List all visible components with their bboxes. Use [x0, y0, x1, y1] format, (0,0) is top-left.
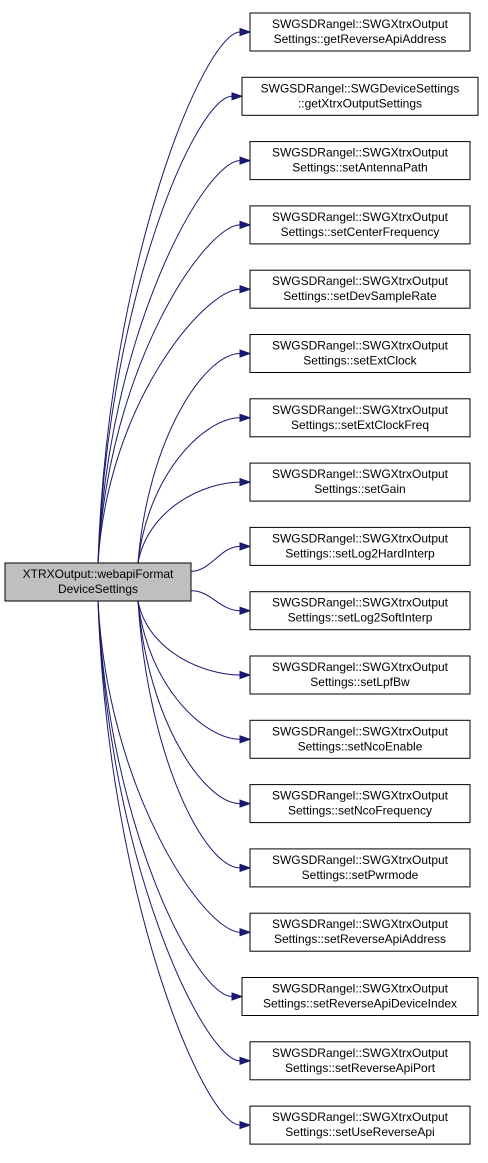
call-edge [97, 31, 241, 564]
callee-node-label-line1: SWGSDRangel::SWGXtrxOutput [272, 596, 449, 610]
callee-node[interactable]: SWGSDRangel::SWGXtrxOutputSettings::setN… [249, 784, 471, 824]
arrowhead [231, 92, 244, 101]
callee-node-label-line2: Settings::setGain [314, 482, 405, 496]
arrowhead [239, 349, 252, 358]
call-edge [97, 600, 241, 1062]
call-edge [137, 417, 241, 564]
callee-node[interactable]: SWGSDRangel::SWGXtrxOutputSettings::getR… [249, 12, 471, 52]
nodes-group: XTRXOutput::webapiFormat DeviceSettings … [4, 12, 479, 1145]
call-edge [137, 600, 241, 805]
arrowhead [239, 927, 252, 937]
callee-node-label-line1: SWGSDRangel::SWGXtrxOutput [272, 210, 449, 224]
call-edge [97, 160, 241, 564]
callee-node-label-line1: SWGSDRangel::SWGXtrxOutput [272, 274, 449, 288]
arrowhead [239, 156, 252, 165]
arrowhead [239, 863, 252, 873]
callee-node-label-line2: Settings::setAntennaPath [292, 161, 427, 175]
callee-node-label-line1: SWGSDRangel::SWGXtrxOutput [272, 982, 449, 996]
edges-group [97, 27, 252, 1130]
callee-node-label-line1: SWGSDRangel::SWGXtrxOutput [272, 660, 449, 674]
call-edge [137, 600, 241, 676]
arrowhead [239, 606, 252, 615]
arrowhead [239, 1120, 252, 1130]
callee-node[interactable]: SWGSDRangel::SWGXtrxOutputSettings::setC… [249, 205, 471, 245]
root-node-label-line2: DeviceSettings [58, 582, 138, 596]
callee-node[interactable]: SWGSDRangel::SWGXtrxOutputSettings::setA… [249, 141, 471, 181]
callee-node-label-line1: SWGSDRangel::SWGXtrxOutput [272, 853, 449, 867]
arrowhead [239, 1056, 252, 1066]
call-edge [97, 288, 241, 564]
callee-node-label-line1: SWGSDRangel::SWGXtrxOutput [272, 17, 449, 31]
callee-node[interactable]: SWGSDRangel::SWGXtrxOutputSettings::setL… [249, 526, 471, 566]
arrowhead [239, 542, 252, 551]
callee-node-label-line2: ::getXtrxOutputSettings [298, 96, 422, 110]
callee-node-label-line2: Settings::setReverseApiAddress [274, 932, 446, 946]
arrowhead [239, 284, 252, 294]
callee-node[interactable]: SWGSDRangel::SWGXtrxOutputSettings::setG… [249, 462, 471, 502]
arrowhead [231, 992, 244, 1001]
arrowhead [239, 477, 252, 487]
callee-node[interactable]: SWGSDRangel::SWGXtrxOutputSettings::setU… [249, 1105, 471, 1145]
callee-node-label-line2: Settings::setExtClockFreq [291, 418, 429, 432]
callee-node-label-line1: SWGSDRangel::SWGXtrxOutput [272, 724, 449, 738]
root-node-label-line1: XTRXOutput::webapiFormat [23, 567, 174, 581]
call-edge [137, 600, 241, 740]
callee-node-label-line1: SWGSDRangel::SWGXtrxOutput [272, 531, 449, 545]
callee-node-label-line2: Settings::setLog2HardInterp [285, 546, 435, 560]
callee-node-label-line2: Settings::setLpfBw [310, 675, 410, 689]
callee-node-label-line1: SWGSDRangel::SWGXtrxOutput [272, 1110, 449, 1124]
callee-node-label-line2: Settings::setExtClock [303, 354, 417, 368]
callee-node[interactable]: SWGSDRangel::SWGXtrxOutputSettings::setD… [249, 269, 471, 309]
arrowhead [239, 799, 252, 808]
arrowhead [239, 670, 252, 680]
callee-node-label-line1: SWGSDRangel::SWGXtrxOutput [272, 146, 449, 160]
callee-node-label-line2: Settings::setReverseApiDeviceIndex [263, 997, 457, 1011]
callee-node-label-line2: Settings::getReverseApiAddress [274, 32, 447, 46]
callee-node[interactable]: SWGSDRangel::SWGXtrxOutputSettings::setP… [249, 848, 471, 888]
callee-node-label-line1: SWGSDRangel::SWGXtrxOutput [272, 339, 449, 353]
call-edge [190, 545, 241, 572]
callee-node-label-line2: Settings::setNcoEnable [298, 739, 423, 753]
callee-node[interactable]: SWGSDRangel::SWGXtrxOutputSettings::setL… [249, 591, 471, 631]
callee-node-label-line2: Settings::setPwrmode [302, 868, 419, 882]
callee-node-label-line1: SWGSDRangel::SWGXtrxOutput [272, 403, 449, 417]
call-edge [97, 224, 241, 564]
callee-node[interactable]: SWGSDRangel::SWGXtrxOutputSettings::setL… [249, 655, 471, 695]
callee-node-label-line1: SWGSDRangel::SWGXtrxOutput [272, 467, 449, 481]
arrowhead [239, 413, 252, 423]
call-edge [97, 600, 233, 997]
callee-node-label-line2: Settings::setUseReverseApi [285, 1125, 434, 1139]
callee-node[interactable]: SWGSDRangel::SWGXtrxOutputSettings::setR… [241, 977, 479, 1016]
callee-node[interactable]: SWGSDRangel::SWGDeviceSettings::getXtrxO… [241, 76, 479, 116]
call-edge [97, 95, 233, 564]
callee-node[interactable]: SWGSDRangel::SWGXtrxOutputSettings::setE… [249, 398, 471, 438]
callee-node-label-line2: Settings::setDevSampleRate [283, 289, 437, 303]
arrowhead [239, 27, 252, 37]
callee-node-label-line1: SWGSDRangel::SWGXtrxOutput [272, 789, 449, 803]
callee-node-label-line1: SWGSDRangel::SWGXtrxOutput [272, 917, 449, 931]
call-edge [97, 600, 241, 1126]
callee-node-label-line1: SWGSDRangel::SWGDeviceSettings [261, 81, 460, 95]
callee-node[interactable]: SWGSDRangel::SWGXtrxOutputSettings::setE… [249, 334, 471, 373]
call-edge [137, 481, 241, 564]
call-edge [190, 590, 241, 612]
arrowhead [239, 220, 252, 230]
call-edge [97, 600, 241, 933]
callee-node-label-line2: Settings::setReverseApiPort [285, 1061, 436, 1075]
callee-node[interactable]: SWGSDRangel::SWGXtrxOutputSettings::setR… [249, 912, 471, 952]
callee-node-label-line1: SWGSDRangel::SWGXtrxOutput [272, 1046, 449, 1060]
root-node[interactable]: XTRXOutput::webapiFormat DeviceSettings [4, 562, 192, 602]
callee-node[interactable]: SWGSDRangel::SWGXtrxOutputSettings::setR… [249, 1041, 471, 1081]
callee-node-label-line2: Settings::setLog2SoftInterp [288, 611, 433, 625]
callee-node[interactable]: SWGSDRangel::SWGXtrxOutputSettings::setN… [249, 719, 471, 759]
arrowhead [239, 735, 252, 744]
call-edge [137, 353, 241, 564]
callee-node-label-line2: Settings::setNcoFrequency [288, 804, 432, 818]
call-edge [137, 600, 241, 869]
callee-node-label-line2: Settings::setCenterFrequency [281, 225, 440, 239]
